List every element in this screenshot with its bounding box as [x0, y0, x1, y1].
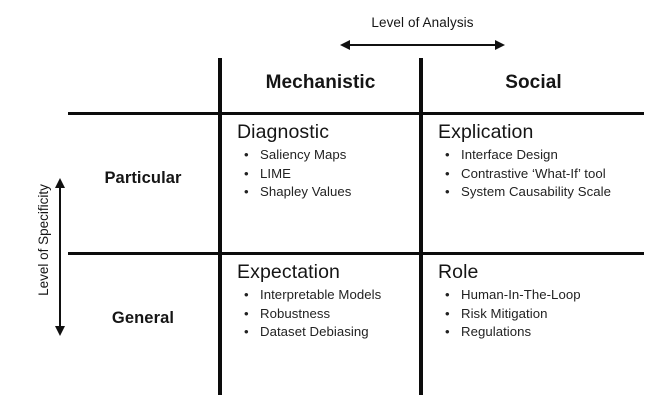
bullet-icon: •: [244, 184, 249, 199]
list-item-label: Dataset Debiasing: [260, 324, 369, 339]
quadrant-expectation: Expectation • Interpretable Models • Rob…: [237, 260, 452, 342]
list-item: • LIME: [237, 165, 452, 184]
list-item: • Interpretable Models: [237, 286, 452, 305]
list-item-label: Contrastive ‘What-If’ tool: [461, 165, 606, 181]
list-item: • Dataset Debiasing: [237, 323, 452, 342]
quadrant-title: Role: [438, 261, 479, 283]
bullet-icon: •: [244, 287, 249, 302]
list-item: • Human-In-The-Loop: [438, 286, 653, 305]
quadrant-item-list: • Interpretable Models • Robustness • Da…: [237, 286, 452, 342]
bullet-icon: •: [445, 147, 450, 162]
list-item-label: Shapley Values: [260, 184, 352, 199]
list-item: • Robustness: [237, 305, 452, 324]
level-of-specificity-axis: Level of Specificity: [16, 178, 72, 338]
row-header-particular: Particular: [104, 169, 182, 187]
arrow-shaft: [349, 44, 496, 46]
list-item-label: Interface Design: [461, 147, 558, 162]
quadrant-title: Expectation: [237, 261, 340, 283]
bullet-icon: •: [445, 305, 450, 321]
bullet-icon: •: [244, 147, 249, 162]
arrow-head-left-icon: [340, 39, 350, 50]
bullet-icon: •: [445, 165, 450, 181]
list-item-label: Saliency Maps: [260, 147, 347, 162]
list-item-label: Human-In-The-Loop: [461, 287, 581, 302]
double-arrow-horizontal-icon: [340, 39, 505, 51]
bullet-icon: •: [445, 184, 450, 199]
bullet-icon: •: [445, 324, 450, 339]
list-item: • Risk Mitigation: [438, 305, 653, 324]
quadrant-diagnostic: Diagnostic • Saliency Maps • LIME • Shap…: [237, 120, 452, 202]
level-of-analysis-label: Level of Analysis: [371, 15, 474, 30]
list-item: • Saliency Maps: [237, 146, 452, 165]
double-arrow-vertical-icon: [54, 178, 66, 336]
list-item-label: Risk Mitigation: [461, 305, 548, 321]
quadrant-item-list: • Saliency Maps • LIME • Shapley Values: [237, 146, 452, 202]
list-item-label: Regulations: [461, 324, 532, 339]
header-divider-line: [68, 112, 644, 115]
list-item-label: Robustness: [260, 305, 331, 321]
row-header-general: General: [111, 309, 175, 327]
quadrant-explication: Explication • Interface Design • Contras…: [438, 120, 653, 202]
list-item: • Contrastive ‘What-If’ tool: [438, 165, 653, 184]
list-item: • Shapley Values: [237, 183, 452, 202]
quadrant-role: Role • Human-In-The-Loop • Risk Mitigati…: [438, 260, 653, 342]
arrow-shaft: [59, 187, 61, 327]
list-item-label: System Causability Scale: [461, 184, 611, 199]
column-divider-line-right: [419, 58, 423, 395]
bullet-icon: •: [244, 305, 249, 321]
bullet-icon: •: [244, 324, 249, 339]
list-item-label: Interpretable Models: [260, 287, 382, 302]
quadrant-title: Explication: [438, 121, 534, 143]
column-header-mechanistic: Mechanistic: [265, 72, 376, 93]
list-item-label: LIME: [260, 165, 291, 181]
column-divider-line-left: [218, 58, 222, 395]
level-of-specificity-label: Level of Specificity: [36, 184, 51, 296]
bullet-icon: •: [445, 287, 450, 302]
arrow-head-up-icon: [54, 178, 65, 188]
bullet-icon: •: [244, 165, 249, 181]
quadrant-title: Diagnostic: [237, 121, 330, 143]
quadrant-item-list: • Interface Design • Contrastive ‘What-I…: [438, 146, 653, 202]
arrow-head-right-icon: [495, 39, 505, 50]
list-item: • System Causability Scale: [438, 183, 653, 202]
column-header-social: Social: [505, 72, 562, 93]
arrow-head-down-icon: [54, 326, 65, 336]
quadrant-item-list: • Human-In-The-Loop • Risk Mitigation • …: [438, 286, 653, 342]
list-item: • Regulations: [438, 323, 653, 342]
list-item: • Interface Design: [438, 146, 653, 165]
row-divider-line: [68, 252, 644, 255]
level-of-analysis-axis: Level of Analysis: [340, 14, 505, 51]
